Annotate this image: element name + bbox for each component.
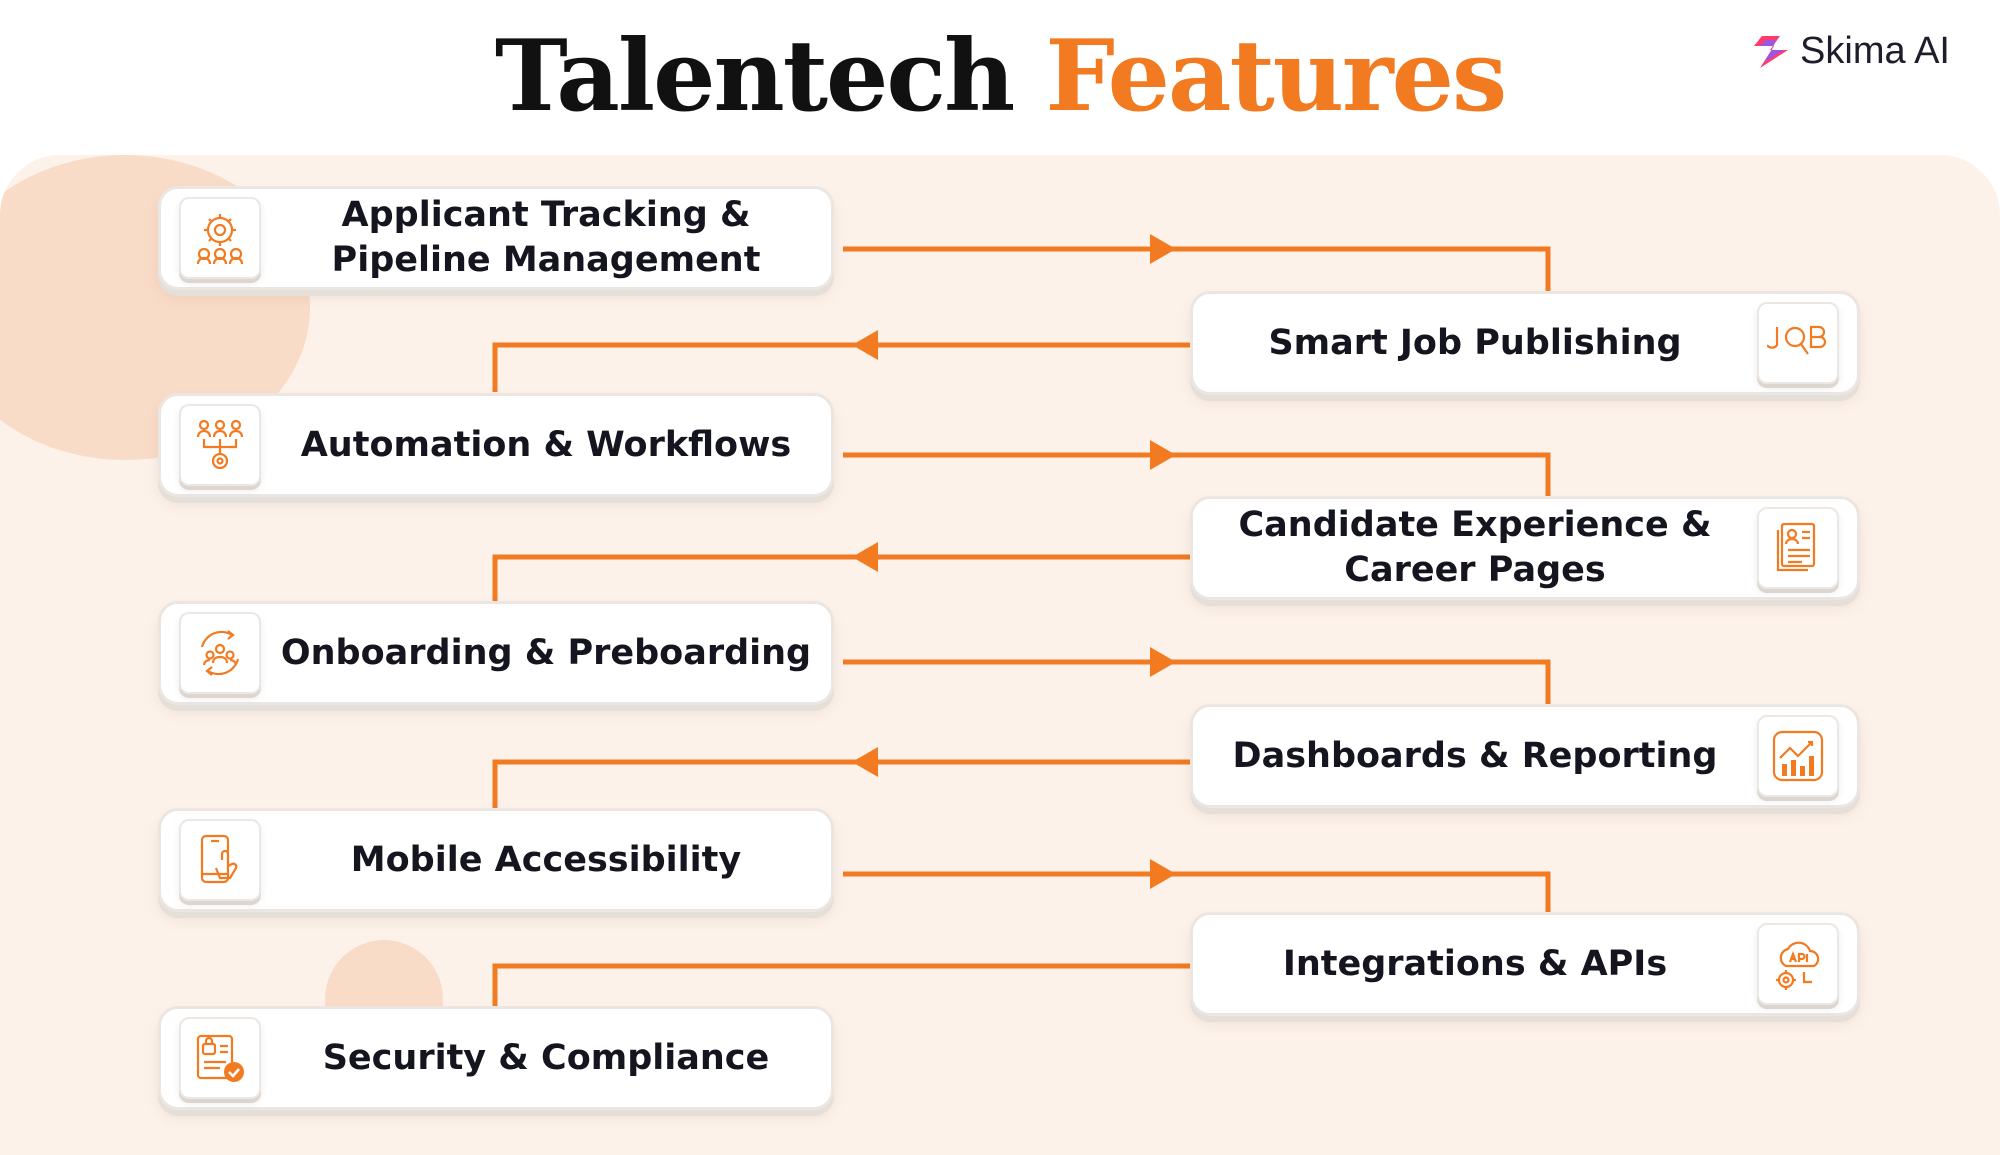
secure-document-icon: [196, 1034, 244, 1082]
feature-icon-box: [179, 404, 261, 486]
title-accent-word: Features: [1045, 19, 1507, 134]
feature-card-integrations: Integrations & APIs: [1190, 912, 1860, 1016]
feature-card-job-publishing: Smart Job Publishing: [1190, 291, 1860, 395]
feature-label-line: Career Pages: [1344, 550, 1606, 590]
connector-line: [492, 759, 1192, 808]
feature-icon-box: [179, 1017, 261, 1099]
arrow-left-icon: [852, 747, 878, 777]
api-cloud-icon: [1776, 941, 1820, 990]
arrow-right-icon: [1150, 440, 1176, 470]
feature-card-automation: Automation & Workflows: [158, 393, 834, 497]
feature-icon-box: [179, 819, 261, 901]
feature-label-line: Candidate Experience &: [1238, 505, 1712, 546]
connector-line: [843, 871, 1551, 913]
feature-card-mobile: Mobile Accessibility: [158, 808, 834, 912]
feature-icon-box: [1757, 923, 1839, 1005]
job-search-icon: [1767, 325, 1827, 355]
feature-icon-box: [179, 197, 261, 279]
arrow-left-icon: [852, 330, 878, 360]
feature-label-line: Security & Compliance: [322, 1037, 770, 1078]
feature-label-line: Applicant Tracking &: [341, 195, 751, 236]
arrow-left-icon: [852, 542, 878, 572]
feature-label-line: Mobile Accessibility: [350, 839, 742, 880]
connector-line: [492, 342, 1192, 392]
resume-document-icon: [1776, 522, 1816, 572]
team-cycle-icon: [200, 630, 240, 676]
feature-icon-box: [1757, 715, 1839, 797]
feature-label: Onboarding & Preboarding: [261, 631, 831, 676]
feature-icon-box: [1757, 302, 1839, 384]
feature-label: Mobile Accessibility: [261, 838, 831, 883]
feature-icon-box: [179, 612, 261, 694]
connector-line: [492, 963, 1192, 1006]
feature-card-applicant-tracking: Applicant Tracking & Pipeline Management: [158, 186, 834, 290]
feature-label: Dashboards & Reporting: [1193, 734, 1757, 779]
feature-label: Candidate Experience & Career Pages: [1193, 503, 1757, 593]
feature-card-security: Security & Compliance: [158, 1006, 834, 1110]
arrow-right-icon: [1150, 647, 1176, 677]
feature-card-onboarding: Onboarding & Preboarding: [158, 601, 834, 705]
feature-label-line: Automation & Workflows: [300, 424, 792, 465]
arrow-right-icon: [1150, 234, 1176, 264]
connector-line: [843, 246, 1551, 292]
feature-label-line: Pipeline Management: [331, 240, 761, 280]
page-title: Talentech Features: [0, 18, 2000, 136]
feature-label-line: Integrations & APIs: [1282, 943, 1668, 984]
title-dark-word: Talentech: [494, 19, 1015, 134]
skima-logo-icon: [1754, 35, 1789, 68]
arrow-right-icon: [1150, 859, 1176, 889]
feature-label-line: Smart Job Publishing: [1268, 322, 1682, 363]
feature-label: Smart Job Publishing: [1193, 321, 1757, 366]
network-gear-icon: [196, 214, 244, 265]
brand-name: Skima AI: [1800, 30, 1950, 72]
feature-icon-box: [1757, 507, 1839, 589]
mobile-touch-icon: [200, 834, 238, 884]
feature-card-candidate-experience: Candidate Experience & Career Pages: [1190, 496, 1860, 600]
feature-label: Automation & Workflows: [261, 423, 831, 468]
analytics-chart-icon: [1772, 730, 1824, 782]
feature-label: Integrations & APIs: [1193, 942, 1757, 987]
people-workflow-icon: [196, 419, 244, 470]
connector-line: [843, 452, 1551, 497]
feature-label: Security & Compliance: [261, 1036, 831, 1081]
feature-card-dashboards: Dashboards & Reporting: [1190, 704, 1860, 808]
connector-line: [843, 659, 1551, 705]
feature-label-line: Dashboards & Reporting: [1232, 735, 1718, 776]
feature-label: Applicant Tracking & Pipeline Management: [261, 193, 831, 283]
connector-line: [492, 554, 1192, 601]
brand-logo: Skima AI: [1750, 30, 1950, 73]
feature-label-line: Onboarding & Preboarding: [280, 632, 812, 673]
